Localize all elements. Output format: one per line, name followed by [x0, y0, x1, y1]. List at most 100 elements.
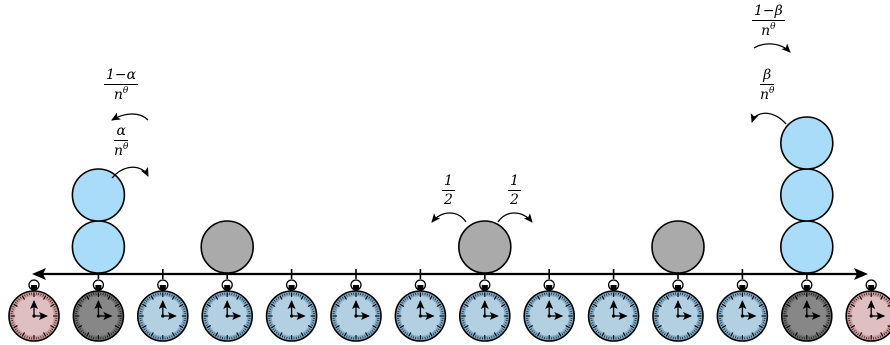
clock-tick [426, 293, 428, 296]
clock-tick [205, 306, 208, 308]
clock-tick [594, 328, 597, 331]
clock-tick [848, 308, 851, 310]
clock-tick [734, 293, 737, 296]
clock-tick [799, 336, 801, 339]
clock-tick [183, 322, 186, 324]
clock-tick [40, 293, 42, 296]
clock-tick [754, 333, 757, 336]
clock-tick [171, 335, 173, 338]
rate-middle-left: 1 2 [442, 174, 455, 207]
clock-tick [599, 333, 602, 336]
clock-tick [148, 333, 151, 336]
clock-tick [603, 335, 606, 338]
clock-tick [619, 336, 622, 339]
clock-tick [857, 333, 859, 336]
clock-tick [171, 294, 173, 297]
clock-tick [784, 308, 787, 310]
clock-tick [883, 333, 886, 336]
clock-tick [180, 328, 182, 331]
clock-tick [498, 298, 501, 301]
clock-tick [848, 322, 851, 324]
dark-clock-icon [72, 279, 125, 342]
clock-tick [625, 333, 628, 336]
clock-crown-stem [546, 285, 553, 290]
clock-tick [502, 301, 504, 304]
gray-particle [457, 220, 512, 274]
clock-tick [863, 336, 865, 339]
clock-tick [853, 330, 856, 332]
clock-tick [565, 303, 570, 307]
clock-tick [247, 308, 250, 310]
clock-tick [145, 300, 148, 302]
clock-tick [208, 328, 210, 331]
clock-tick [849, 306, 852, 308]
clock-tick [82, 331, 85, 334]
clock-tick [785, 306, 788, 308]
clock-tick [335, 303, 340, 307]
clock-tick [528, 303, 534, 307]
clock-tick [692, 298, 694, 301]
clock-tick [76, 324, 79, 326]
clock-tick [340, 298, 342, 301]
clock-tick [536, 295, 541, 300]
clock-tick [758, 300, 761, 302]
clock-tick [437, 328, 440, 331]
clock-tick [558, 332, 562, 337]
clock-tick [693, 300, 696, 302]
clock-tick [815, 332, 820, 337]
clock-tick [822, 330, 825, 332]
clock-tick [180, 301, 182, 304]
clock-tick [861, 294, 863, 297]
clock-tick [79, 328, 82, 331]
clock-tick [114, 325, 120, 329]
fraction-bar [114, 140, 129, 141]
clock-tick [152, 294, 155, 297]
clock-tick [54, 322, 57, 324]
clock-tick [622, 335, 624, 338]
clock-tick [273, 300, 276, 302]
clock-tick [690, 296, 693, 299]
clock-tick [592, 324, 595, 326]
clock-tick [723, 328, 726, 331]
clock-tick [410, 335, 412, 338]
clock-tick [110, 296, 113, 299]
rate-numerator: α [116, 123, 126, 139]
clock-tick [235, 335, 238, 338]
clock-tick [307, 303, 313, 307]
clock-tick [275, 298, 278, 301]
clock-tick [761, 306, 764, 308]
clock-tick [219, 336, 221, 339]
den-exponent: θ [122, 86, 129, 96]
clock-tick [789, 300, 792, 302]
clock-tick [759, 301, 762, 304]
clock-tick [404, 298, 407, 301]
clock-tick [308, 301, 311, 304]
clock-tick [277, 296, 280, 299]
clock-tick [175, 296, 177, 299]
fraction-bar [104, 84, 139, 85]
clock-tick [182, 324, 185, 326]
clock-tick [273, 330, 276, 332]
clock-tick [474, 335, 477, 338]
clock-tick [470, 296, 473, 299]
clock-tick [76, 306, 79, 308]
clock-tick [375, 306, 378, 308]
clock-tick [827, 322, 830, 324]
clock-tick [463, 306, 466, 308]
clock-tick [408, 295, 412, 300]
clock-tick [500, 325, 506, 329]
clock-tick [592, 325, 598, 329]
clock-tick [465, 301, 468, 304]
clock-tick [813, 293, 815, 296]
clock-tick [500, 330, 503, 332]
clock-tick [402, 300, 405, 302]
clock-tick [236, 295, 240, 300]
clock-tick [863, 293, 865, 296]
gray-particle [200, 220, 254, 274]
clock-tick [307, 300, 310, 302]
clock-tick [300, 295, 304, 300]
clock-tick [275, 331, 278, 334]
clock-tick [140, 308, 143, 310]
clock-tick [465, 328, 468, 331]
blue-clock-icon [716, 279, 769, 342]
